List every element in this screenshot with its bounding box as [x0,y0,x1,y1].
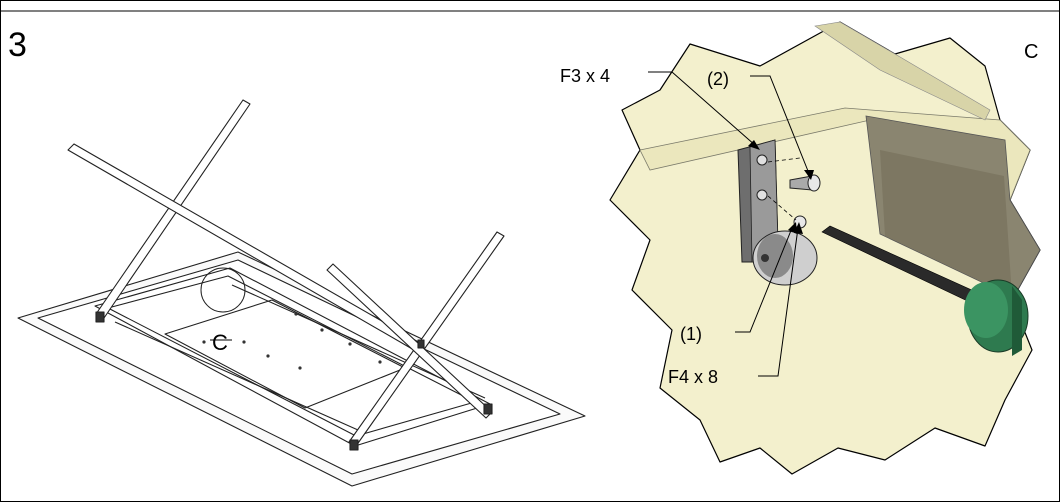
hinge-pivot [761,254,769,262]
arrow-f4-screw [794,222,803,234]
leg-foot-3 [483,403,493,415]
step-number: 3 [8,26,27,64]
screwdriver-handle-ring [964,282,1008,338]
top-edge-strip [814,21,991,121]
leader-part-1 [735,227,793,333]
bracket-screw-mid [756,189,768,201]
leader-part-2 [750,75,811,177]
screwdriver-handle-end [1012,286,1022,356]
hinge-wheel-shade [757,234,793,278]
arrow-f3-screw [748,140,760,150]
label-part-2: (2) [707,69,729,89]
leader-f4-screw [758,227,799,377]
leg-foot-1 [95,311,105,323]
long-rail-2 [114,321,359,431]
detail-view-c [609,21,1041,475]
axis-dashed [767,157,801,163]
label-part-1: (1) [680,324,702,344]
table-overview [17,99,586,487]
axis-dashed-2 [767,195,797,221]
detail-magnifier [200,267,246,313]
arrow-part-2 [804,170,814,180]
leg-foot-4 [417,339,425,349]
leader-f3-screw [648,71,757,147]
label-f3-screw: F3 x 4 [560,66,610,86]
panel-holes [202,312,382,370]
label-f4-screw: F4 x 8 [668,367,718,387]
overview-callout-label: C [212,330,228,355]
long-rail [231,284,486,399]
arrow-part-1 [788,222,797,234]
leg-foot-2 [349,439,359,451]
recess-shade [880,150,1012,296]
bracket-screw-top [756,154,768,166]
detail-letter: C [1024,41,1038,63]
